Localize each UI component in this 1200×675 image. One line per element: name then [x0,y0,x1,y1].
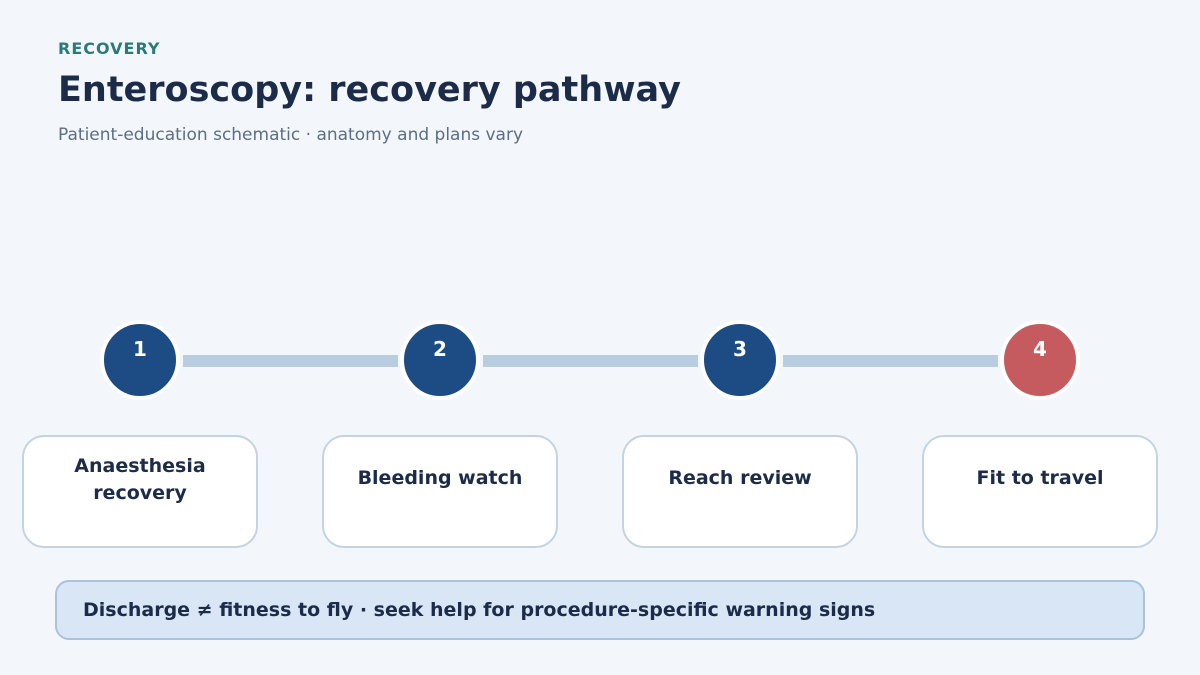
step-4-node: 4 [1000,320,1080,400]
step-2-node: 2 [400,320,480,400]
step-2-card: Bleeding watch [322,435,558,548]
section-eyebrow: RECOVERY [58,39,161,58]
connector-1-2 [183,355,398,367]
discharge-warning-note: Discharge ≠ fitness to fly · seek help f… [55,580,1145,640]
step-4-label: Fit to travel [976,467,1104,489]
step-1-card: Anaesthesia recovery [22,435,258,548]
step-1-label: Anaesthesia recovery [74,455,206,504]
step-3-node: 3 [700,320,780,400]
step-1-node: 1 [100,320,180,400]
step-4-card: Fit to travel [922,435,1158,548]
page-subtitle: Patient-education schematic · anatomy an… [58,125,524,145]
connector-3-4 [783,355,998,367]
step-3-card: Reach review [622,435,858,548]
connector-2-3 [483,355,698,367]
page-title: Enteroscopy: recovery pathway [58,70,681,110]
step-2-label: Bleeding watch [357,467,523,489]
step-3-label: Reach review [668,467,812,489]
